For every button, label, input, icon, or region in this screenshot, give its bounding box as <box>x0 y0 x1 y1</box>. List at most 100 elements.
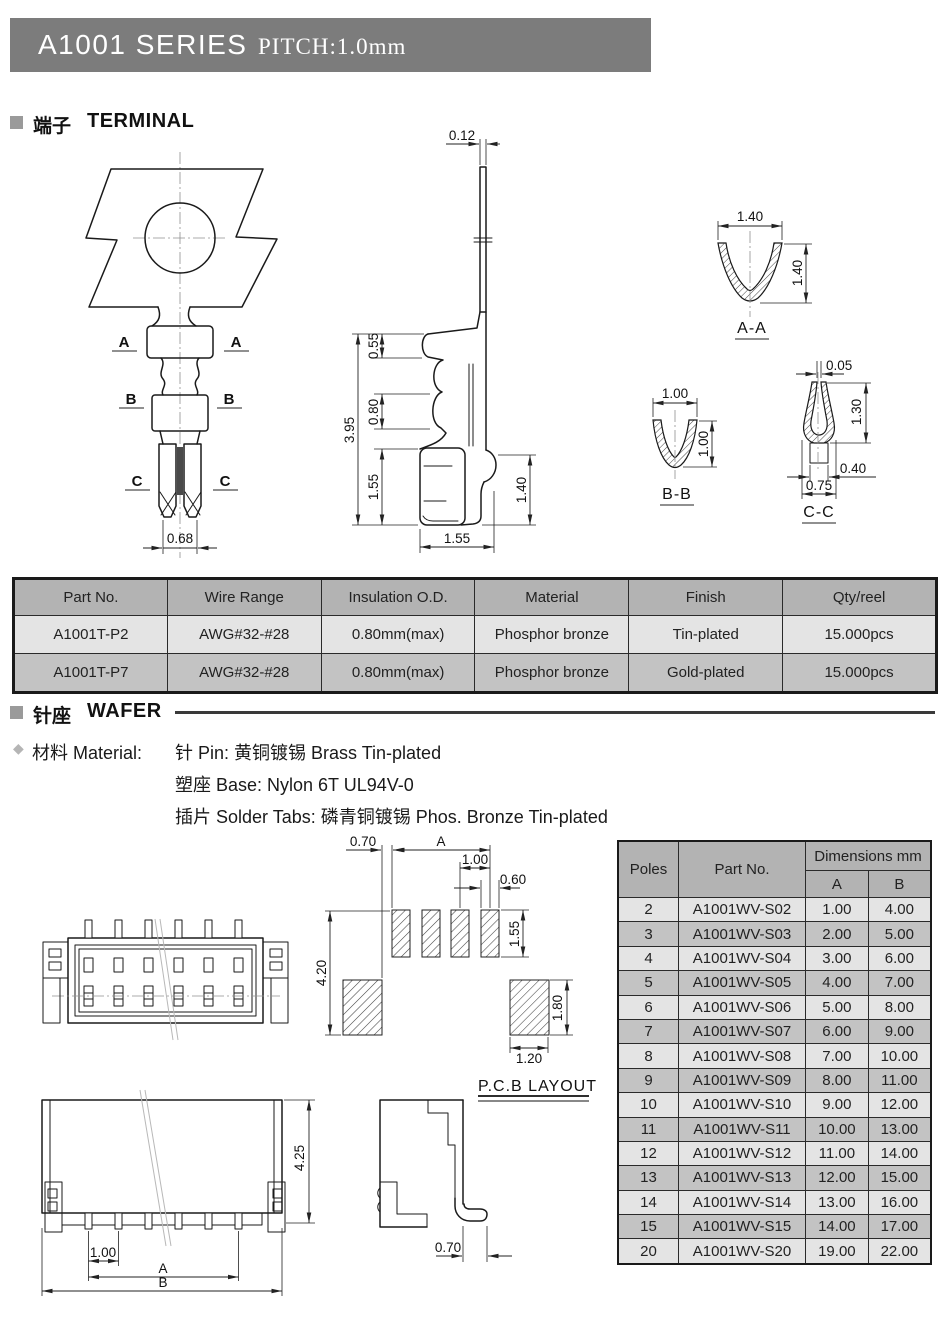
table-cell: 22.00 <box>867 1238 932 1265</box>
table-cell: 5.00 <box>805 994 869 1020</box>
table-cell: 9.00 <box>805 1092 869 1118</box>
wafer-side-view: 0.70 <box>377 1099 512 1262</box>
pcb-pads <box>342 909 550 1036</box>
table-cell: AWG#32-#28 <box>166 615 322 654</box>
dim-label: 1.55 <box>444 531 470 546</box>
wafer-bottom-latches <box>44 1181 286 1233</box>
dim-label: 0.55 <box>366 333 381 359</box>
terminal-section-bullet-icon <box>10 116 23 129</box>
terminal-section-title-cn: 端子 <box>33 116 72 137</box>
table-cell: A1001WV-S10 <box>678 1092 806 1118</box>
column-header: Part No. <box>13 578 168 616</box>
column-header-part-no: Part No. <box>678 840 806 898</box>
material-tabs: 插片 Solder Tabs: 磷青铜镀锡 Phos. Bronze Tin-p… <box>175 807 608 827</box>
terminal-spec-table: Part No. Wire Range Insulation O.D. Mate… <box>12 577 938 694</box>
dim-label: 3.95 <box>342 417 357 443</box>
dim-label: 1.55 <box>366 474 381 500</box>
dim-label: 1.55 <box>507 921 522 947</box>
section-cut-label: A <box>231 334 242 351</box>
dim-label: 1.80 <box>550 995 565 1021</box>
table-cell: 6 <box>617 994 679 1020</box>
wafer-side-tabs <box>42 941 289 1024</box>
table-cell: 14.00 <box>805 1214 869 1240</box>
table-cell: 20 <box>617 1238 679 1265</box>
series-title: A1001 SERIES <box>38 29 248 60</box>
table-cell: 6.00 <box>867 945 932 972</box>
table-cell: 13.00 <box>805 1189 869 1216</box>
table-cell: A1001WV-S11 <box>678 1116 806 1142</box>
section-cut-label: C <box>132 473 143 490</box>
table-cell: A1001WV-S13 <box>678 1165 806 1191</box>
table-cell: A1001WV-S04 <box>678 945 806 972</box>
table-cell: 11.00 <box>805 1140 869 1167</box>
dim-label: A <box>436 834 445 849</box>
dim-label: 0.70 <box>350 834 376 849</box>
table-cell: 9 <box>617 1067 679 1094</box>
table-cell: A1001T-P7 <box>13 653 168 693</box>
section-cut-label: B <box>224 391 235 408</box>
column-header-a: A <box>805 870 869 898</box>
table-cell: 12.00 <box>867 1092 932 1118</box>
table-cell: 15.00 <box>867 1165 932 1191</box>
column-header: Wire Range <box>166 578 322 616</box>
dim-label: 1.40 <box>737 209 763 224</box>
dim-label: A <box>158 1261 167 1276</box>
column-header: Insulation O.D. <box>320 578 476 616</box>
table-cell: 7.00 <box>805 1043 869 1069</box>
table-cell: 0.80mm(max) <box>320 653 476 693</box>
table-cell: 2 <box>617 896 679 923</box>
table-cell: 8.00 <box>867 994 932 1020</box>
table-cell: A1001WV-S20 <box>678 1238 806 1265</box>
table-cell: A1001WV-S14 <box>678 1189 806 1216</box>
wafer-section-rule <box>175 711 935 714</box>
dim-label: 4.20 <box>314 960 329 986</box>
section-cut-label: C <box>220 473 231 490</box>
column-header: Material <box>474 578 630 616</box>
material-label: 材料 Material: <box>32 743 143 763</box>
section-aa-view: 1.40 1.40 A-A <box>717 209 812 340</box>
dim-label: 0.60 <box>500 872 526 887</box>
table-cell: 10.00 <box>867 1043 932 1069</box>
table-cell: Phosphor bronze <box>474 615 630 654</box>
wafer-section-title-cn: 针座 <box>33 706 72 727</box>
dim-label: 1.00 <box>90 1245 116 1260</box>
section-cc-view: 0.05 1.30 0.40 0.75 C-C <box>787 358 876 524</box>
pcb-layout-view: 0.70 A 1.00 0.60 1.55 4.20 1.80 1.20 P.C… <box>314 834 596 1102</box>
column-header: Qty/reel <box>782 578 937 616</box>
table-cell: 15.000pcs <box>782 615 937 654</box>
wafer-bottom-pins <box>84 1212 243 1230</box>
table-cell: A1001WV-S12 <box>678 1140 806 1167</box>
table-cell: 17.00 <box>867 1214 932 1240</box>
pitch-label: PITCH:1.0mm <box>258 34 407 59</box>
table-cell: 14.00 <box>867 1140 932 1167</box>
dim-label: 1.40 <box>790 260 805 286</box>
table-cell: Gold-plated <box>628 653 784 693</box>
section-label: C-C <box>803 504 834 521</box>
wafer-pins <box>84 919 243 939</box>
dim-label: 1.30 <box>849 399 864 425</box>
material-base: 塑座 Base: Nylon 6T UL94V-0 <box>175 775 414 795</box>
table-cell: 15.000pcs <box>782 653 937 693</box>
wafer-front-view <box>42 918 289 1041</box>
table-cell: 12.00 <box>805 1165 869 1191</box>
dim-label: 1.20 <box>516 1051 542 1066</box>
table-cell: 9.00 <box>867 1018 932 1045</box>
terminal-side-view: 0.12 0.55 0.80 1.55 3.95 1.40 1.55 <box>342 128 536 553</box>
wafer-bottom-view: 4.25 1.00 A B <box>41 1089 315 1296</box>
table-cell: 5.00 <box>867 921 932 947</box>
table-cell: 4.00 <box>867 896 932 923</box>
terminal-section-title-en: TERMINAL <box>87 110 195 132</box>
table-cell: A1001WV-S02 <box>678 896 806 923</box>
dim-label: 4.25 <box>292 1145 307 1171</box>
table-cell: 10.00 <box>805 1116 869 1142</box>
table-cell: A1001WV-S03 <box>678 921 806 947</box>
